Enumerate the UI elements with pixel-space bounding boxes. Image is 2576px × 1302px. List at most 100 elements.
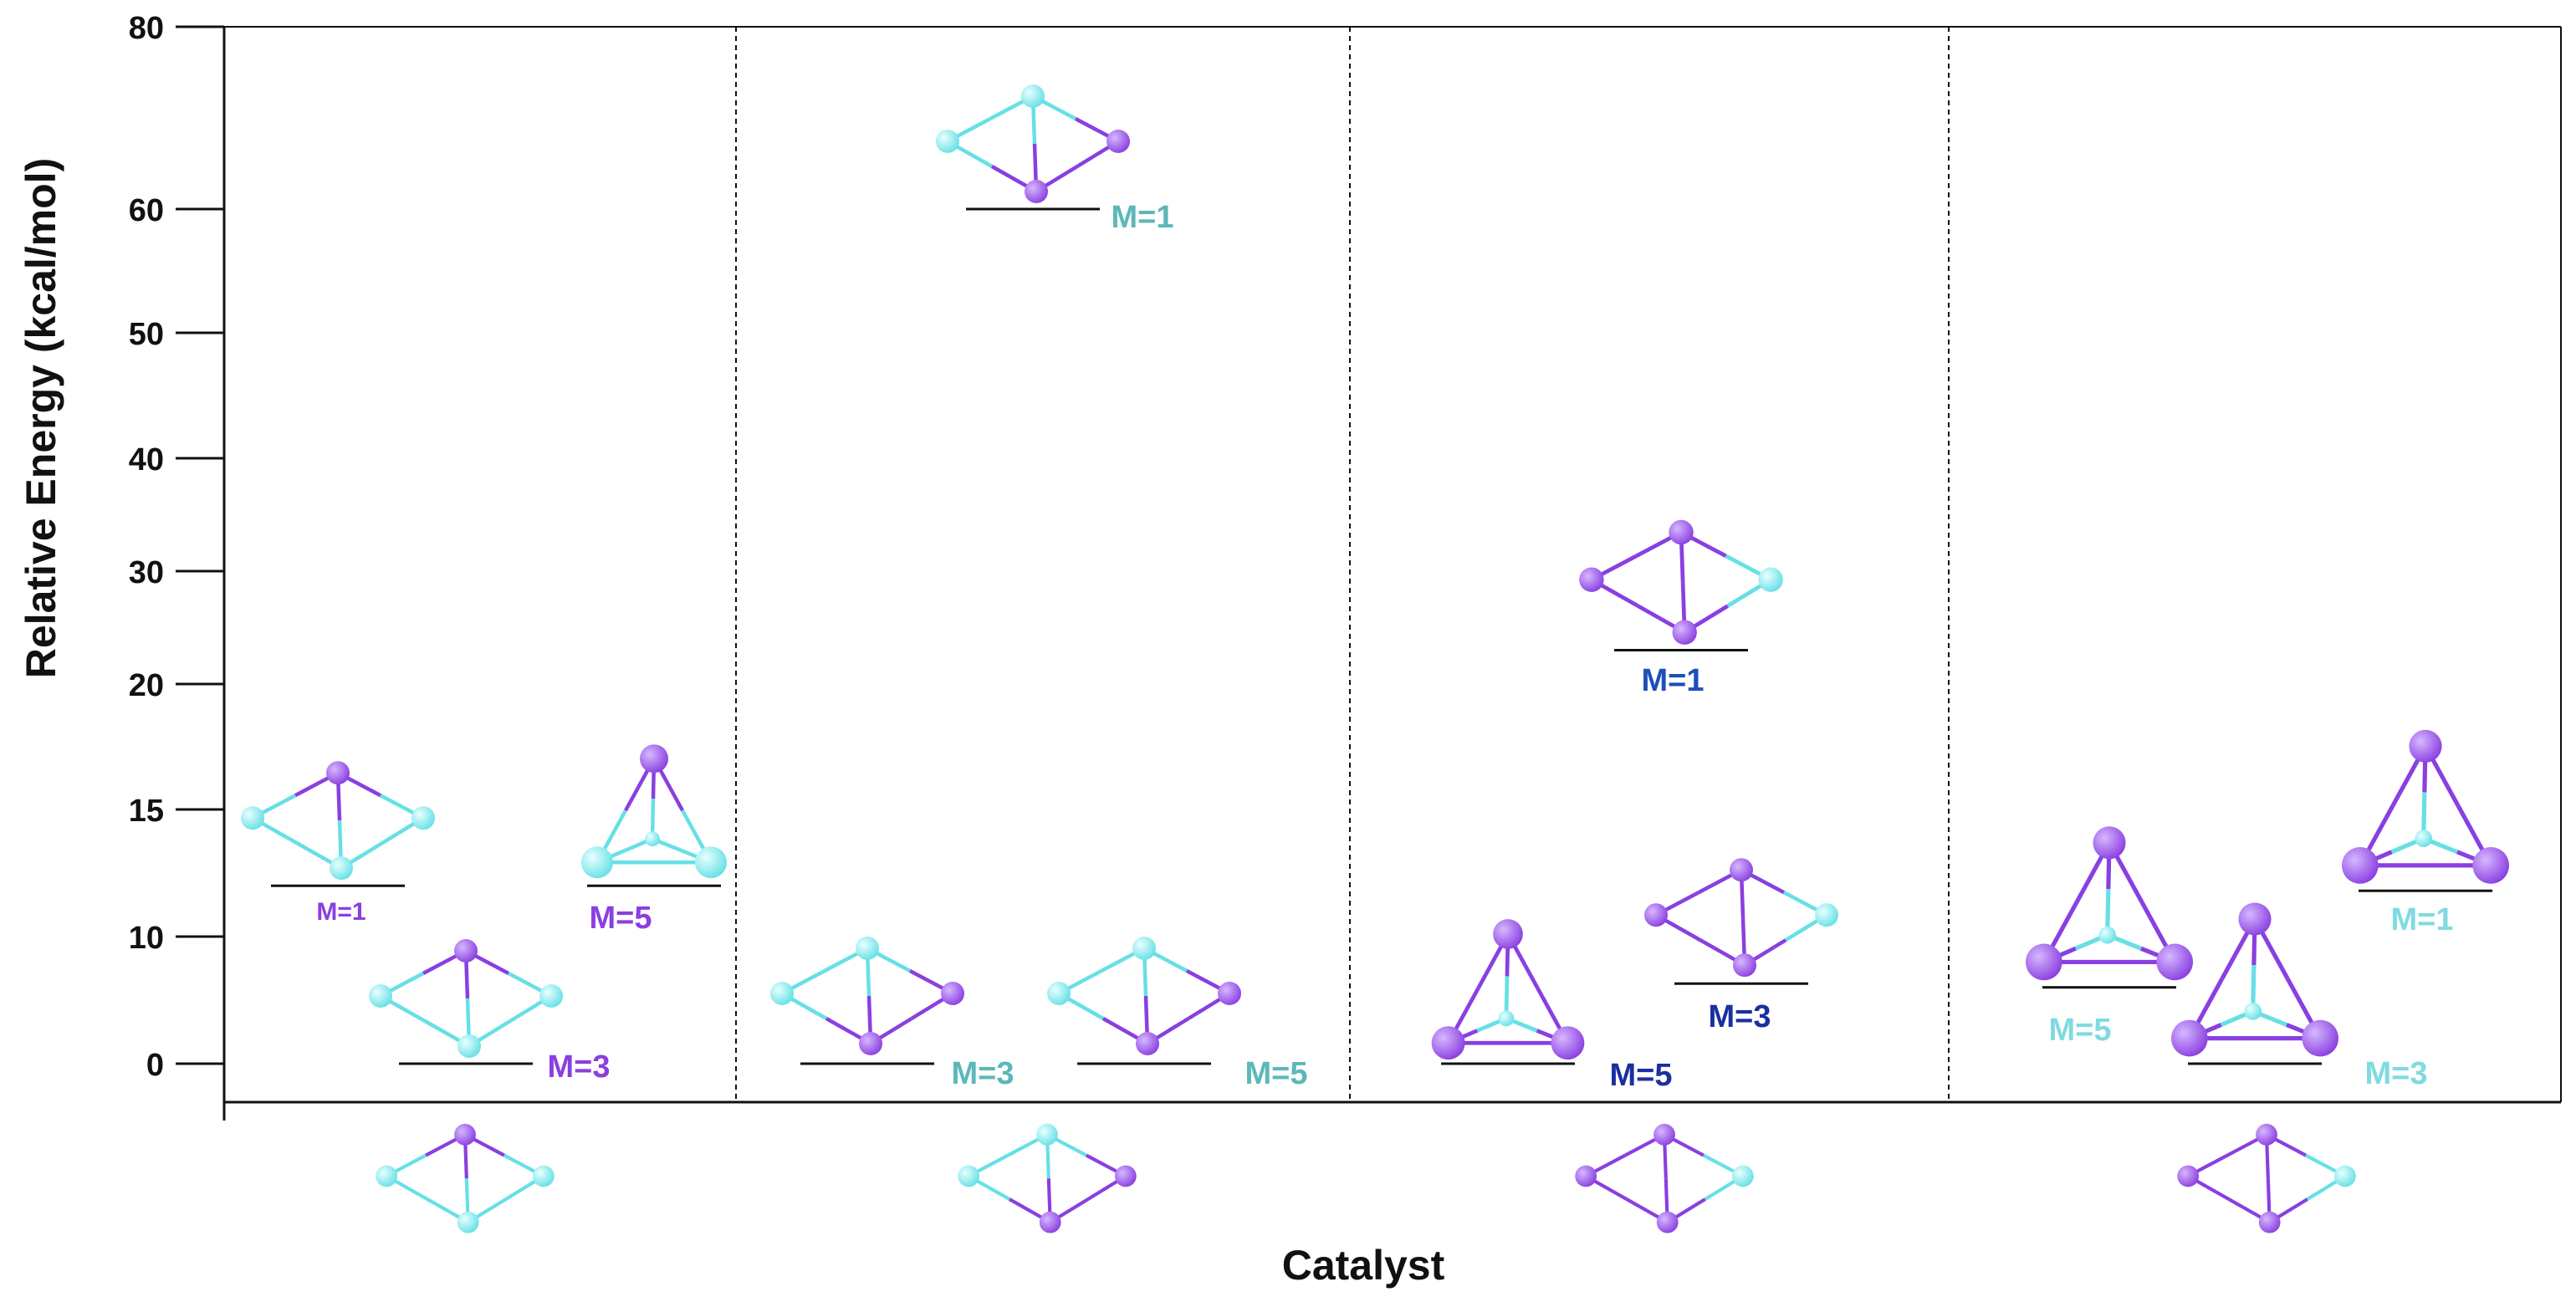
cluster-1-m5 [581, 744, 727, 879]
violet-atom [1644, 903, 1668, 927]
cyan-atom [770, 982, 794, 1005]
violet-atom [1575, 1165, 1597, 1187]
violet-atom [2256, 1123, 2277, 1146]
violet-atom [2302, 1019, 2339, 1057]
cluster-1-m1 [241, 761, 435, 881]
state-label-2-m5: M=5 [1245, 1056, 1308, 1091]
cyan-atom [369, 984, 392, 1008]
violet-atom [640, 744, 668, 774]
cyan-atom [1132, 937, 1156, 960]
state-label-1-m5: M=5 [590, 901, 652, 936]
violet-atom [454, 1123, 476, 1146]
cluster-2-m3 [770, 937, 964, 1055]
violet-atom [1025, 180, 1048, 203]
violet-atom [454, 939, 478, 962]
state-label-4-m5: M=5 [2049, 1013, 2112, 1048]
cluster-4-m1 [2341, 729, 2510, 884]
cyan-atom [958, 1165, 980, 1187]
cyan-atom [1021, 84, 1045, 108]
cyan-atom [936, 130, 959, 153]
violet-atom [2258, 1211, 2281, 1233]
cluster-2-m5 [1047, 937, 1241, 1055]
energy-levels [271, 207, 2492, 1065]
state-label-1-m1: M=1 [316, 898, 365, 926]
cyan-atom [330, 856, 353, 881]
catalyst-structure-3 [1575, 1123, 1754, 1233]
y-tick-label-0: 0 [146, 1048, 164, 1083]
violet-atom [1039, 1211, 1061, 1233]
y-ticks [176, 25, 224, 1065]
y-tick-label-30: 30 [129, 555, 164, 590]
violet-atom [1136, 1032, 1159, 1055]
violet-atom [2025, 943, 2062, 981]
cyan-atom [457, 1211, 479, 1233]
cyan-atom [539, 984, 563, 1008]
y-tick-label-40: 40 [129, 442, 164, 477]
violet-atom [2409, 729, 2442, 763]
y-tick-label-20: 20 [129, 668, 164, 703]
state-label-4-m3: M=3 [2365, 1056, 2428, 1091]
violet-atom [1653, 1123, 1675, 1146]
cluster-3-m1 [1579, 519, 1783, 645]
cyan-atom [1758, 567, 1783, 592]
cyan-atom [645, 831, 660, 847]
state-label-3-m3: M=3 [1709, 999, 1771, 1034]
violet-atom [1656, 1211, 1679, 1233]
violet-atom [2093, 826, 2126, 860]
cyan-atom [1731, 1165, 1754, 1187]
cyan-atom [581, 846, 613, 879]
y-tick-label-50: 50 [129, 317, 164, 352]
x-axis-title: Catalyst [1282, 1242, 1445, 1289]
cluster-4-m5 [2025, 826, 2194, 981]
state-label-3-m1: M=1 [1642, 663, 1705, 698]
violet-atom [2177, 1165, 2200, 1187]
violet-atom [326, 761, 350, 785]
violet-atom [2170, 1019, 2208, 1057]
violet-atom [1551, 1026, 1585, 1060]
violet-atom [1218, 982, 1241, 1005]
violet-atom [1579, 567, 1604, 592]
catalyst-structure-2 [958, 1123, 1137, 1233]
violet-atom [1493, 919, 1523, 949]
violet-atom [2156, 943, 2194, 981]
cyan-atom [2333, 1165, 2356, 1187]
cyan-atom [2098, 926, 2117, 944]
cyan-atom [1815, 903, 1838, 927]
violet-atom [941, 982, 964, 1005]
state-label-2-m3: M=3 [952, 1056, 1015, 1091]
cyan-atom [1047, 982, 1071, 1005]
violet-atom [2341, 847, 2379, 884]
y-tick-labels: 80 60 50 40 30 20 15 10 0 [129, 11, 164, 1083]
y-tick-label-15: 15 [129, 794, 164, 829]
cluster-4-m3 [2170, 902, 2339, 1057]
state-label-2-m1: M=1 [1112, 200, 1174, 235]
violet-atom [1107, 130, 1130, 153]
state-label-1-m3: M=3 [548, 1049, 611, 1085]
cyan-atom [2244, 1003, 2262, 1020]
y-tick-label-60: 60 [129, 193, 164, 228]
state-label-4-m1: M=1 [2391, 902, 2454, 937]
cluster-2-m1 [936, 84, 1130, 203]
cluster-1-m3 [369, 939, 563, 1058]
violet-atom [1114, 1165, 1137, 1187]
cyan-atom [1498, 1010, 1515, 1027]
violet-atom [1733, 953, 1756, 978]
cyan-atom [376, 1165, 398, 1187]
cyan-atom [856, 937, 879, 960]
cyan-atom [532, 1165, 555, 1187]
violet-atom [1431, 1026, 1465, 1060]
cyan-atom [411, 806, 435, 830]
violet-atom [1730, 858, 1753, 882]
cluster-3-m3 [1644, 858, 1838, 978]
y-axis-title: Relative Energy (kcal/mol) [18, 158, 64, 678]
cyan-atom [1036, 1123, 1058, 1146]
violet-atom [2238, 902, 2272, 936]
cyan-atom [457, 1034, 481, 1058]
cluster-structures [241, 84, 2510, 1233]
violet-atom [859, 1032, 882, 1055]
violet-atom [1669, 519, 1694, 545]
cyan-atom [695, 846, 727, 879]
violet-atom [2472, 847, 2510, 884]
